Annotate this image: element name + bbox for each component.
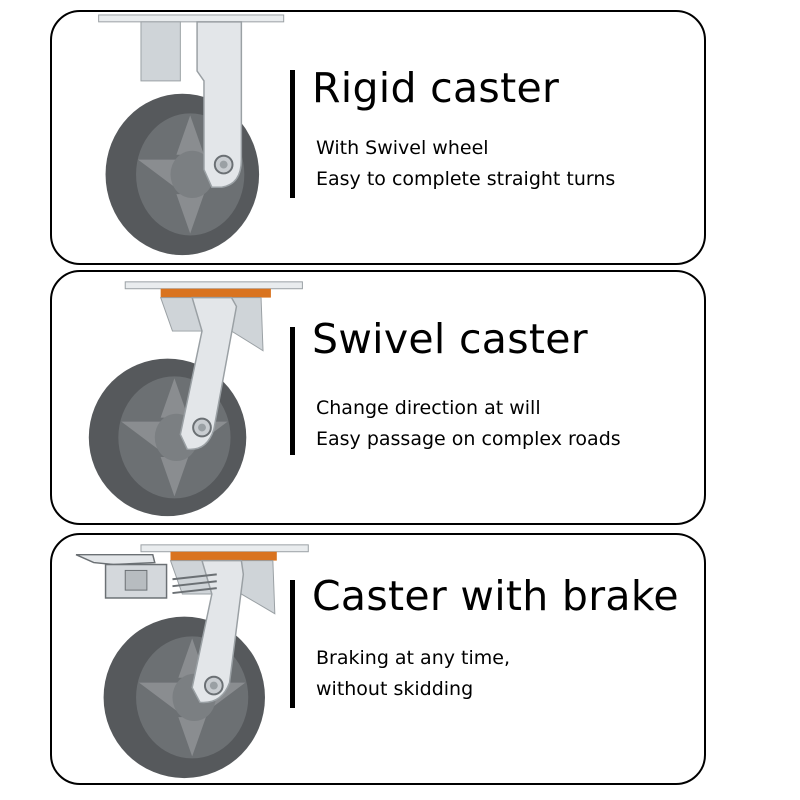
card-title: Rigid caster xyxy=(312,64,560,112)
brake-caster-wheel-icon xyxy=(75,544,309,779)
description-line: Change direction at will xyxy=(316,397,541,419)
description-line: Easy to complete straight turns xyxy=(316,168,616,190)
card-swivel-caster: Swivel caster Change direction at will E… xyxy=(50,270,706,525)
card-rigid-caster: Rigid caster With Swivel wheel Easy to c… xyxy=(50,10,706,265)
description-line: without skidding xyxy=(316,678,474,700)
accent-bar xyxy=(290,580,295,708)
card-description: With Swivel wheel Easy to complete strai… xyxy=(316,133,615,195)
swivel-caster-wheel-icon xyxy=(88,281,303,517)
description-line: Braking at any time, xyxy=(316,647,510,669)
card-caster-with-brake: Caster with brake Braking at any time, w… xyxy=(50,533,706,785)
description-line: Easy passage on complex roads xyxy=(316,428,621,450)
card-description: Braking at any time, without skidding xyxy=(316,643,510,705)
rigid-caster-wheel-icon xyxy=(98,14,285,256)
accent-bar xyxy=(290,70,295,198)
accent-bar xyxy=(290,327,295,455)
card-description: Change direction at will Easy passage on… xyxy=(316,393,621,455)
card-title: Swivel caster xyxy=(312,315,588,363)
card-title: Caster with brake xyxy=(312,572,679,620)
description-line: With Swivel wheel xyxy=(316,137,489,159)
